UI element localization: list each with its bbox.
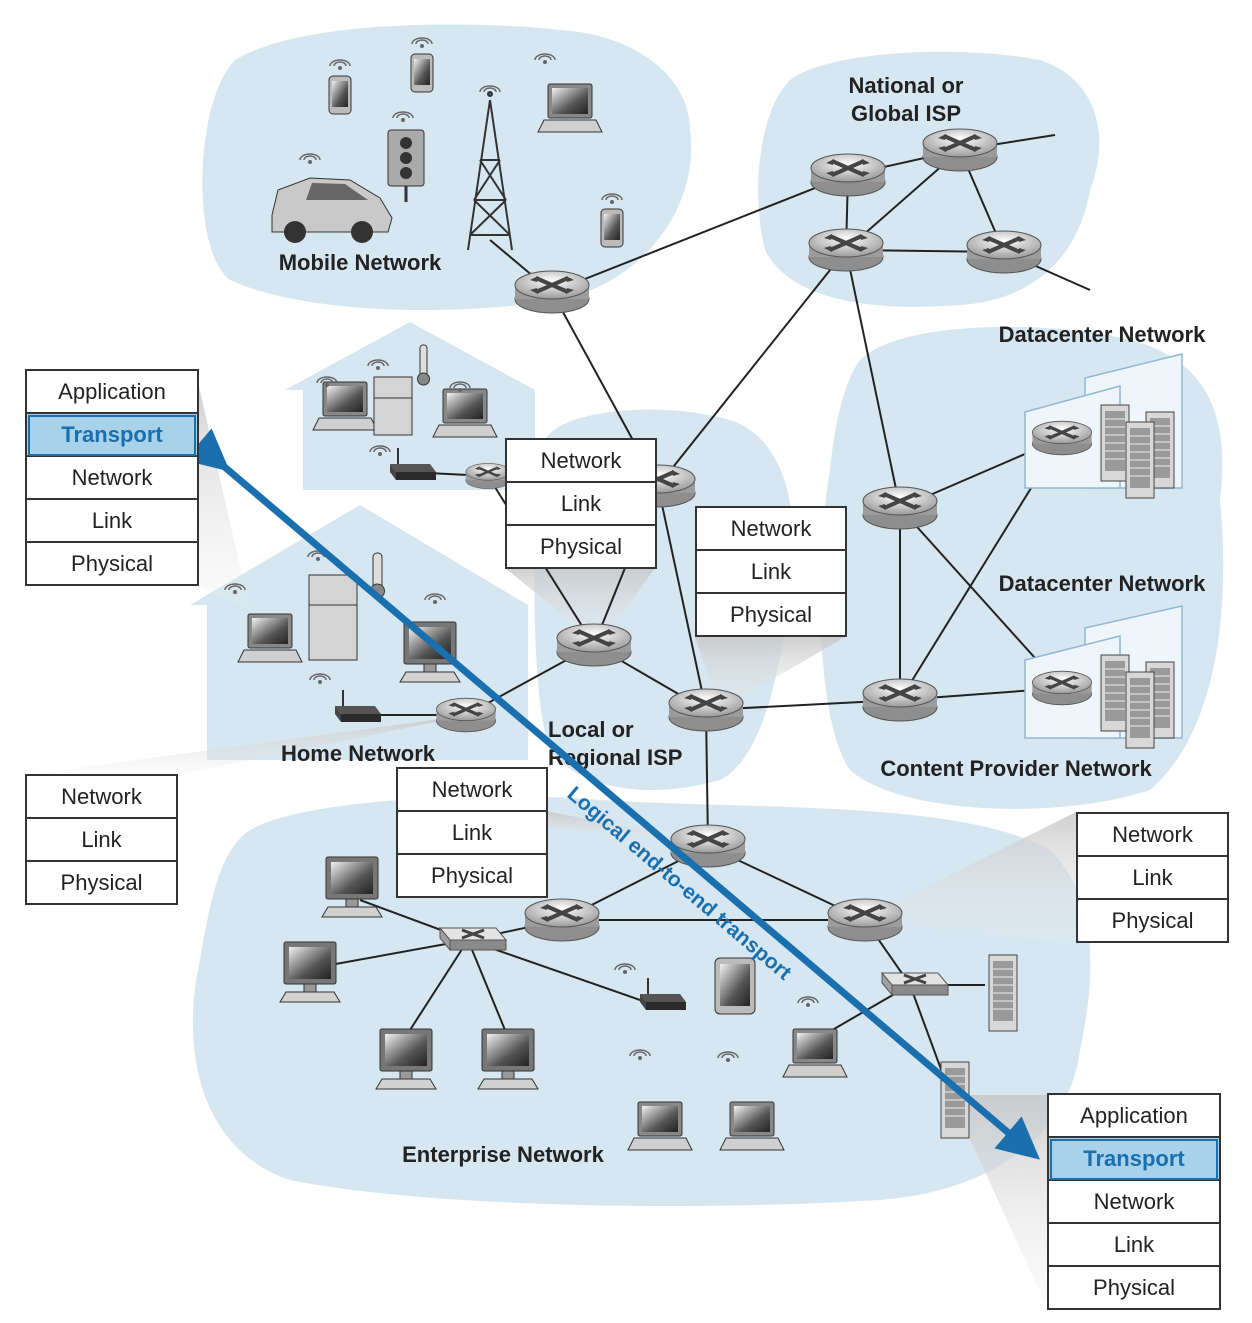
router-enterprise-2 <box>523 897 601 943</box>
router-datacenter-1 <box>1030 419 1094 457</box>
phone-icon <box>410 53 434 93</box>
layer-network: Network <box>27 457 197 500</box>
stack-router-home: Network Link Physical <box>25 774 178 905</box>
layer-link: Link <box>1078 857 1227 900</box>
router-content-2 <box>861 677 939 723</box>
layer-network: Network <box>398 769 546 812</box>
router-home <box>434 696 498 734</box>
refrigerator-icon <box>308 574 358 661</box>
router-isp-4 <box>965 229 1043 275</box>
router-regional-1 <box>555 622 633 668</box>
server-icon <box>1125 671 1155 749</box>
stack-router-a: Network Link Physical <box>505 438 657 569</box>
phone-icon <box>600 208 624 248</box>
traffic-light-icon <box>387 129 425 202</box>
label-enterprise-network: Enterprise Network <box>402 1142 604 1167</box>
layer-link: Link <box>398 812 546 855</box>
car-icon <box>271 177 393 243</box>
label-home-network: Home Network <box>281 741 436 766</box>
layer-physical: Physical <box>1111 908 1194 933</box>
label-national-isp: National or <box>849 73 964 98</box>
refrigerator-icon <box>373 376 413 436</box>
layer-application: Application <box>1049 1095 1219 1138</box>
layer-transport: Transport <box>27 414 197 457</box>
router-isp-3 <box>807 227 885 273</box>
laptop-icon <box>782 1028 848 1078</box>
server-icon <box>1100 654 1130 732</box>
desktop-icon <box>399 621 461 683</box>
label-mobile-network: Mobile Network <box>279 250 442 275</box>
layer-link: Link <box>507 483 655 526</box>
layer-physical: Physical <box>431 863 513 888</box>
router-mobile <box>513 269 591 315</box>
server-icon <box>1125 421 1155 499</box>
router-datacenter-2 <box>1030 669 1094 707</box>
laptop-icon <box>432 388 498 438</box>
layer-network: Network <box>507 440 655 483</box>
server-icon <box>988 954 1018 1032</box>
label-datacenter-network: Datacenter Network <box>999 322 1206 347</box>
laptop-icon <box>237 613 303 663</box>
layer-network: Network <box>1049 1181 1219 1224</box>
router-enterprise-1 <box>669 823 747 869</box>
laptop-icon <box>719 1101 785 1151</box>
desktop-icon <box>279 941 341 1003</box>
stack-router-c: Network Link Physical <box>396 767 548 898</box>
laptop-icon <box>627 1101 693 1151</box>
desktop-icon <box>321 856 383 918</box>
label-content-provider-network: Content Provider Network <box>880 756 1152 781</box>
phone-icon <box>328 75 352 115</box>
layer-network: Network <box>1078 814 1227 857</box>
switch-icon <box>880 971 950 997</box>
layer-transport: Transport <box>1049 1138 1219 1181</box>
desktop-icon <box>375 1028 437 1090</box>
stack-router-d: Network Link Physical <box>1076 812 1229 943</box>
layer-application: Application <box>27 371 197 414</box>
stack-host-bottom-right: Application Transport Network Link Physi… <box>1047 1093 1221 1310</box>
router-isp-2 <box>921 127 999 173</box>
router-regional-2 <box>667 687 745 733</box>
layer-physical: Physical <box>60 870 143 895</box>
layer-physical: Physical <box>540 534 622 559</box>
layer-network: Network <box>27 776 176 819</box>
layer-link: Link <box>27 819 176 862</box>
router-enterprise-3 <box>826 897 904 943</box>
layer-physical: Physical <box>71 551 153 576</box>
cell-tower-icon <box>467 85 513 251</box>
server-icon <box>1100 404 1130 482</box>
stack-router-b: Network Link Physical <box>695 506 847 637</box>
router-content-1 <box>861 485 939 531</box>
label-datacenter-network: Datacenter Network <box>999 571 1206 596</box>
router-isp-1 <box>809 152 887 198</box>
switch-icon <box>438 926 508 952</box>
tablet-icon <box>714 957 756 1015</box>
layer-physical: Physical <box>1093 1275 1175 1300</box>
desktop-icon <box>477 1028 539 1090</box>
layer-link: Link <box>1049 1224 1219 1267</box>
layer-link: Link <box>697 551 845 594</box>
layer-link: Link <box>27 500 197 543</box>
thermometer-icon <box>417 344 430 386</box>
laptop-icon <box>312 381 378 431</box>
laptop-icon <box>537 83 603 133</box>
stack-host-top-left: Application Transport Network Link Physi… <box>25 369 199 586</box>
layer-physical: Physical <box>730 602 812 627</box>
label-local-isp: Local or <box>548 717 634 742</box>
layer-network: Network <box>697 508 845 551</box>
router-home-upper <box>464 462 512 490</box>
label-global-isp: Global ISP <box>851 101 961 126</box>
